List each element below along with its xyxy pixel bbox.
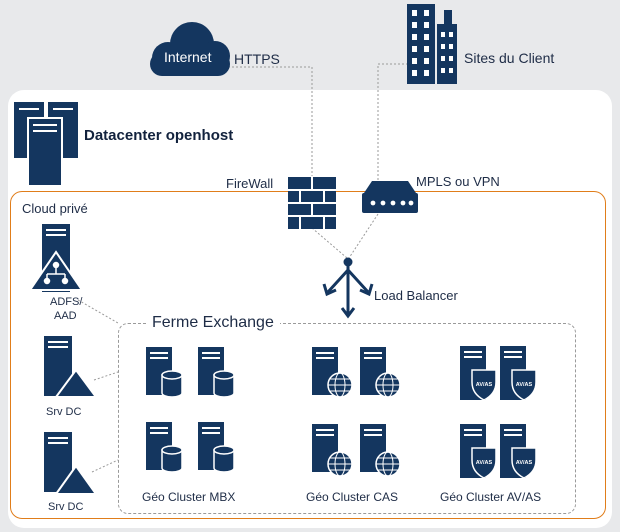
cloud-server-adfs	[28, 224, 84, 292]
firewall-label: FireWall	[226, 176, 274, 191]
firewall-icon	[288, 177, 336, 229]
cloud-prive-title: Cloud privé	[22, 201, 88, 216]
srv-dc-1-label: Srv DC	[46, 406, 82, 418]
exchange-farm-frame	[118, 323, 576, 514]
adfs-label-line1: ADFS/	[50, 296, 83, 308]
internet-cloud-icon	[150, 22, 230, 76]
internet-label: Internet	[164, 49, 212, 65]
https-label: HTTPS	[234, 51, 280, 67]
shield-avas-text: AV/AS	[516, 460, 533, 466]
connector-lines	[77, 63, 428, 473]
shield-avas-text: AV/AS	[476, 382, 493, 388]
cluster-cas-label: Géo Cluster CAS	[306, 490, 399, 504]
cluster-avas-label: Géo Cluster AV/AS	[440, 490, 542, 504]
mpls-label: MPLS ou VPN	[416, 174, 500, 189]
client-buildings-icon	[407, 4, 457, 84]
cloud-server-dc-2	[44, 432, 98, 495]
mbx-servers	[146, 347, 235, 473]
load-balancer-icon	[322, 257, 374, 319]
avas-servers: AV/AS AV/AS AV/AS AV/AS	[460, 346, 537, 479]
adfs-label-line2: AAD	[54, 310, 77, 322]
sites-client-label: Sites du Client	[464, 50, 555, 66]
datacenter-servers-icon	[14, 102, 78, 187]
srv-dc-2-label: Srv DC	[48, 501, 84, 513]
datacenter-title: Datacenter openhost	[84, 127, 234, 144]
cluster-mbx-label: Géo Cluster MBX	[142, 490, 236, 504]
shield-avas-text: AV/AS	[516, 382, 533, 388]
shield-avas-text: AV/AS	[476, 460, 493, 466]
cloud-server-dc-1	[44, 336, 98, 398]
load-balancer-label: Load Balancer	[374, 288, 458, 303]
router-icon	[362, 181, 418, 213]
cas-servers	[312, 347, 401, 477]
ferme-exchange-title: Ferme Exchange	[146, 314, 280, 332]
